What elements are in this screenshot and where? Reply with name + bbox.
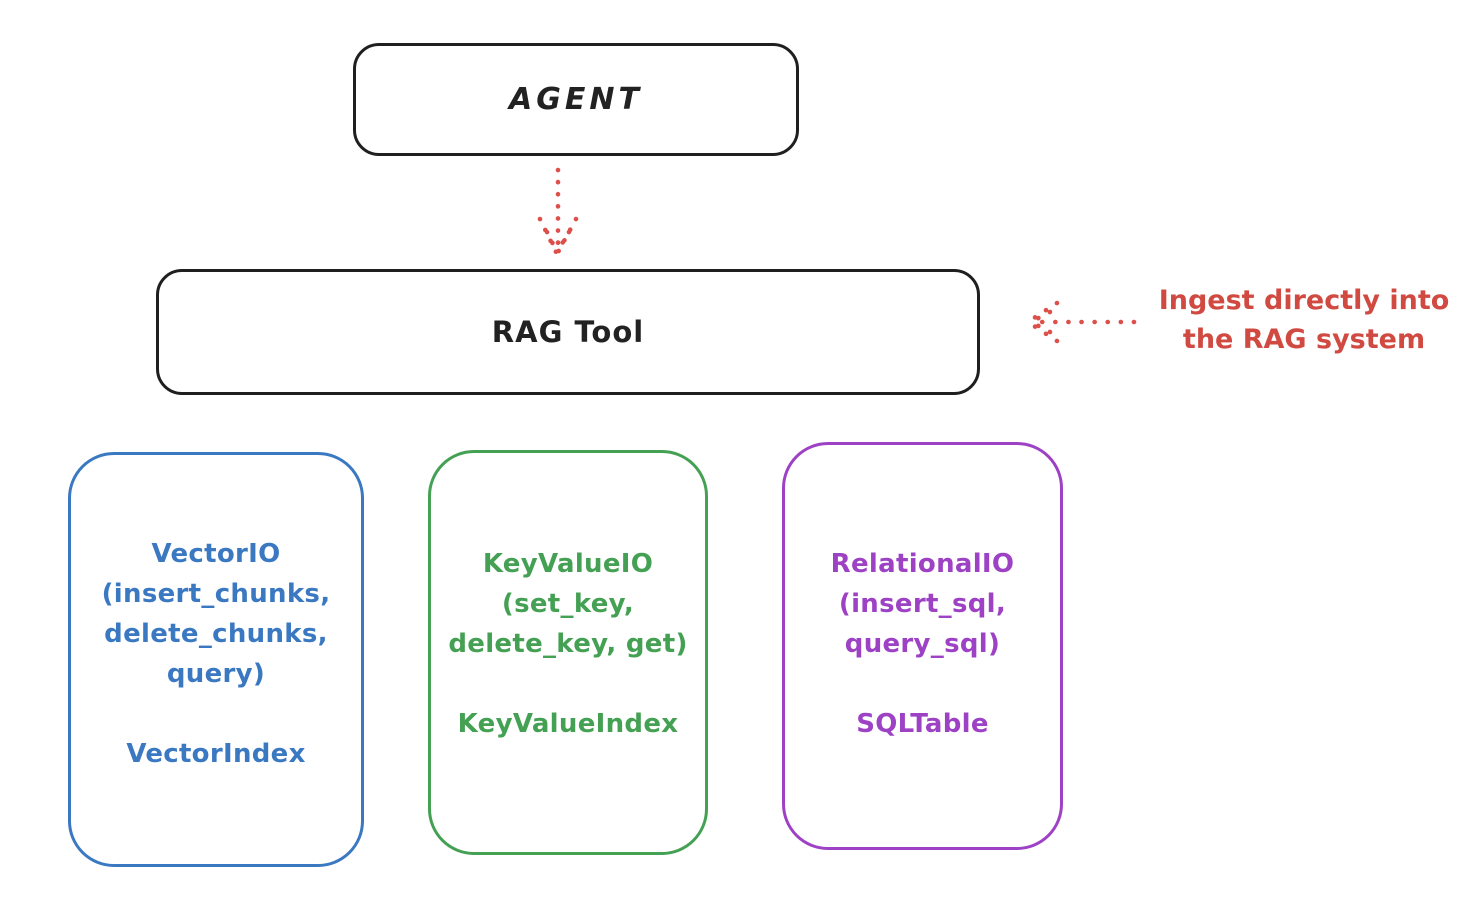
keyvalue-io-node: KeyValueIO (set_key, delete_key, get) Ke… bbox=[428, 450, 708, 855]
ingest-annotation: Ingest directly into the RAG system bbox=[1158, 285, 1450, 355]
relational-io-methods-label: RelationalIO (insert_sql, query_sql) bbox=[830, 549, 1015, 659]
keyvalue-index-label: KeyValueIndex bbox=[457, 709, 679, 739]
agent-node: AGENT bbox=[353, 43, 799, 156]
agent-to-rag-dotted-arrow bbox=[537, 167, 579, 257]
vector-io-methods-label: VectorIO (insert_chunks, delete_chunks, … bbox=[101, 539, 331, 689]
vector-index-label: VectorIndex bbox=[126, 739, 306, 769]
keyvalue-io-methods-label: KeyValueIO (set_key, delete_key, get) bbox=[448, 549, 688, 659]
sql-table-label: SQLTable bbox=[856, 709, 989, 739]
annotation-to-rag-dotted-arrow bbox=[1025, 300, 1137, 344]
rag-tool-node: RAG Tool bbox=[156, 269, 980, 395]
agent-node-label: AGENT bbox=[509, 82, 643, 117]
vector-io-node: VectorIO (insert_chunks, delete_chunks, … bbox=[68, 452, 364, 867]
rag-tool-node-label: RAG Tool bbox=[491, 315, 645, 349]
relational-io-node: RelationalIO (insert_sql, query_sql) SQL… bbox=[782, 442, 1063, 850]
